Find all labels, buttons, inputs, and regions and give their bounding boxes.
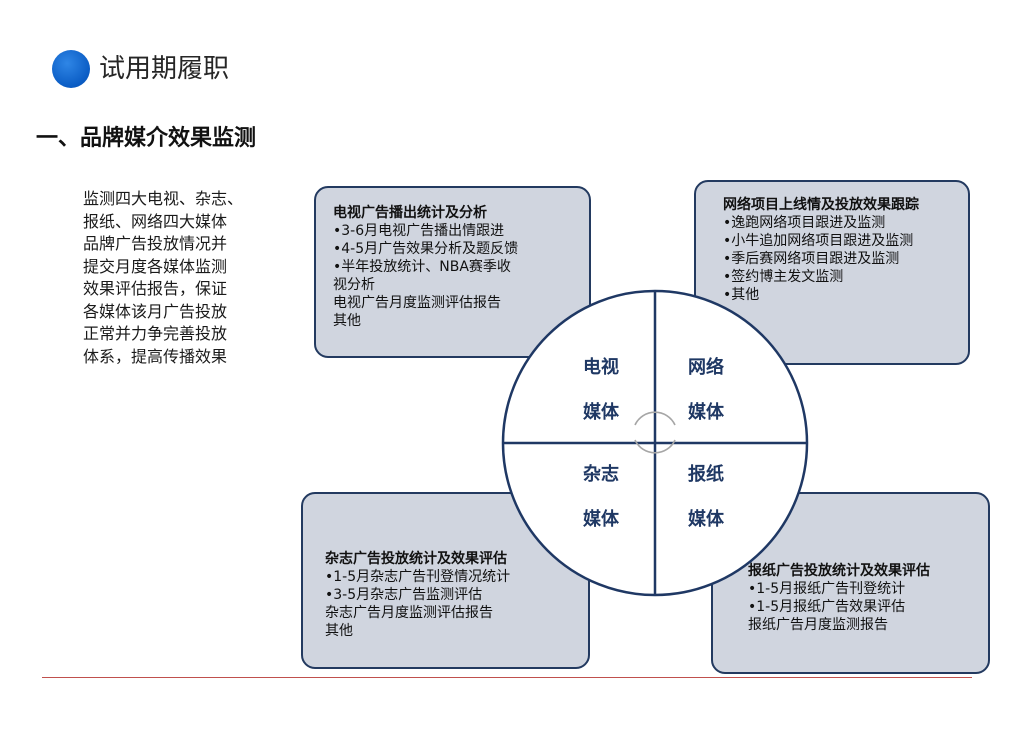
quadrant-label-newspaper-media: 媒体 [688,509,724,530]
box-line: •签约博主发文监测 [723,269,844,285]
intro-line: 体系，提高传播效果 [83,346,228,366]
title-bullet-icon [52,50,90,88]
box-line: •季后赛网络项目跟进及监测 [723,251,900,267]
quadrant-label-network-media: 媒体 [688,402,724,423]
intro-line: 正常并力争完善投放 [83,324,228,343]
box-title: 报纸广告投放统计及效果评估 [748,563,930,579]
intro-line: 品牌广告投放情况并 [83,234,228,253]
box-line: •其他 [723,287,760,303]
box-title: 电视广告播出统计及分析 [333,205,487,221]
quadrant-label-tv: 电视 [583,357,619,378]
intro-line: 报纸、网络四大媒体 [83,211,228,231]
box-line: •4-5月广告效果分析及题反馈 [333,241,519,257]
cycle-arc-lower-icon [634,439,676,454]
quadrant-label-newspaper: 报纸 [688,464,724,485]
box-line: •3-5月杂志广告监测评估 [325,587,483,603]
cycle-arc-upper-icon [634,411,676,426]
tv-media-box: 电视广告播出统计及分析 •3-6月电视广告播出情跟进 •4-5月广告效果分析及题… [314,186,591,358]
section-title: 一、品牌媒介效果监测 [36,126,257,151]
box-line: •逸跑网络项目跟进及监测 [723,215,886,231]
box-line: 其他 [325,623,353,639]
box-line: •1-5月杂志广告刊登情况统计 [325,569,511,585]
box-line: 视分析 [333,277,375,293]
quadrant-label-magazine: 杂志 [583,464,619,485]
page-title: 试用期履职 [99,54,230,84]
box-line: •3-6月电视广告播出情跟进 [333,223,505,239]
box-line: 报纸广告月度监测报告 [748,617,888,633]
box-title: 杂志广告投放统计及效果评估 [325,551,507,567]
box-line: 杂志广告月度监测评估报告 [325,605,493,621]
box-line: •小牛追加网络项目跟进及监测 [723,233,914,249]
box-line: 电视广告月度监测评估报告 [333,295,501,311]
box-line: •1-5月报纸广告效果评估 [748,599,906,615]
intro-line: 效果评估报告，保证 [83,279,228,298]
quadrant-label-tv-media: 媒体 [583,402,619,423]
intro-line: 监测四大电视、杂志、 [83,189,244,208]
footer-rule [42,677,972,678]
intro-line: 提交月度各媒体监测 [83,256,228,276]
box-title: 网络项目上线情及投放效果跟踪 [723,197,919,213]
quadrant-label-network: 网络 [688,357,724,378]
intro-text: 监测四大电视、杂志、 报纸、网络四大媒体 品牌广告投放情况并 提交月度各媒体监测… [83,188,283,368]
intro-line: 各媒体该月广告投放 [83,301,228,321]
box-line: •1-5月报纸广告刊登统计 [748,581,906,597]
quadrant-label-magazine-media: 媒体 [583,509,619,530]
box-line: 其他 [333,313,361,329]
box-line: •半年投放统计、NBA赛季收 [333,259,511,275]
